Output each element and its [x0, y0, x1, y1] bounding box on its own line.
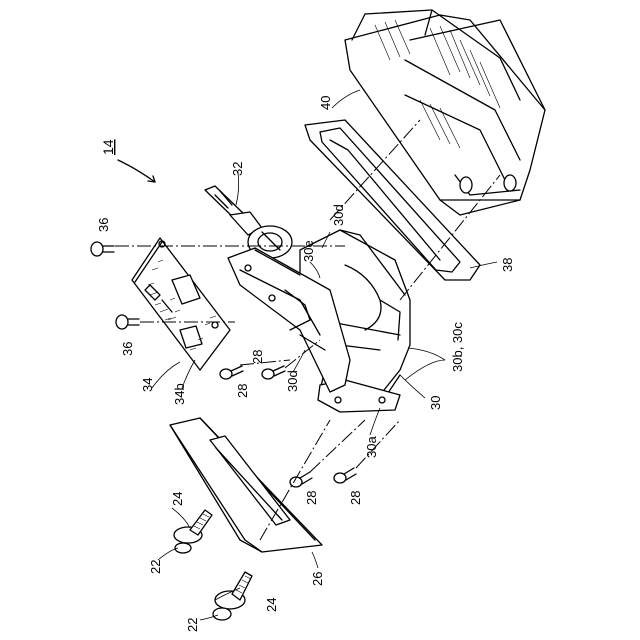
- label-34: 34: [140, 378, 155, 392]
- screw-36-bottom: [116, 315, 139, 329]
- label-38: 38: [500, 258, 515, 272]
- label-28-a: 28: [235, 384, 250, 398]
- label-30b-30c: 30b, 30c: [450, 322, 465, 372]
- screw-36-top: [91, 242, 114, 256]
- label-22-lower: 22: [185, 618, 200, 632]
- label-30d-top: 30d: [331, 204, 346, 226]
- label-40: 40: [318, 96, 333, 110]
- label-30e: 30e: [301, 240, 316, 262]
- screws-36: [91, 242, 139, 329]
- label-30a: 30a: [364, 436, 379, 458]
- label-24-lower: 24: [264, 598, 279, 612]
- screw-28-a: [220, 366, 243, 379]
- bolt-assembly-lower: [213, 572, 252, 620]
- label-32: 32: [230, 162, 245, 176]
- label-34b: 34b: [172, 383, 187, 405]
- assembly-reference: [118, 160, 155, 182]
- screw-28-b: [262, 366, 285, 379]
- label-26: 26: [310, 572, 325, 586]
- label-22-upper: 22: [148, 560, 163, 574]
- screw-28-d: [334, 468, 356, 483]
- label-28-c: 28: [304, 491, 319, 505]
- bolt-assembly-upper: [174, 510, 212, 553]
- label-24-upper: 24: [170, 492, 185, 506]
- part-34-circuit-board: [132, 238, 230, 370]
- label-30: 30: [428, 396, 443, 410]
- label-30d-mid: 30d: [285, 370, 300, 392]
- label-36-bottom: 36: [120, 342, 135, 356]
- label-14: 14: [100, 139, 116, 155]
- label-28-b: 28: [250, 350, 265, 364]
- part-32-rotary: [205, 186, 292, 258]
- screw-28-c: [290, 472, 312, 487]
- label-28-d: 28: [348, 491, 363, 505]
- label-36-top: 36: [96, 218, 111, 232]
